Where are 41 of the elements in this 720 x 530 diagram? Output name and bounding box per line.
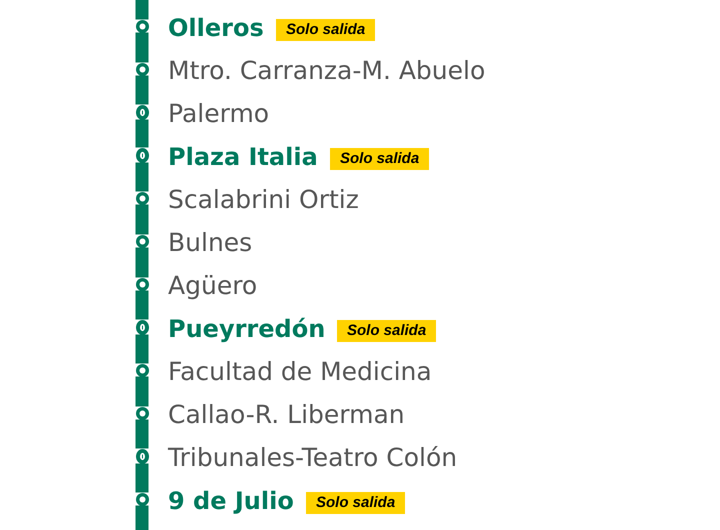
station-dot <box>136 406 148 420</box>
notice-badge: Solo salida <box>330 148 430 170</box>
station-name: Scalabrini Ortiz <box>168 185 359 215</box>
station-name: Tribunales-Teatro Colón <box>168 443 458 473</box>
notice-badge: Solo salida <box>337 320 436 342</box>
station-dot <box>136 148 148 162</box>
station-name: Pueyrredón <box>168 314 326 344</box>
notice-badge: Solo salida <box>276 19 376 41</box>
line-segment <box>136 248 148 278</box>
station-name: Plaza Italia <box>168 142 318 172</box>
line-segment <box>136 162 148 192</box>
line-segment <box>136 120 148 148</box>
station-dot <box>136 234 148 248</box>
station-dot <box>136 278 148 290</box>
line-segment <box>136 76 148 104</box>
station-dot <box>136 364 148 376</box>
line-segment <box>136 0 148 20</box>
station-name: Mtro. Carranza-M. Abuelo <box>168 56 486 86</box>
line-segment <box>136 204 148 234</box>
line-segment <box>136 420 148 448</box>
line-segment <box>136 376 148 406</box>
station-dot <box>136 448 148 464</box>
line-segment <box>136 32 148 62</box>
station-name: Olleros <box>168 13 264 43</box>
line-segment <box>136 290 148 320</box>
station-dot <box>136 62 148 76</box>
station-dot <box>136 492 148 506</box>
station-name: Facultad de Medicina <box>168 357 432 387</box>
station-name: Callao-R. Liberman <box>168 400 405 430</box>
station-name: Bulnes <box>168 228 252 258</box>
station-name: 9 de Julio <box>168 486 294 516</box>
station-dot <box>136 192 148 204</box>
station-dot <box>136 104 148 120</box>
station-name: Agüero <box>168 271 258 301</box>
station-name: Palermo <box>168 99 270 129</box>
notice-badge: Solo salida <box>306 492 406 514</box>
line-segment <box>136 464 148 492</box>
station-dot <box>136 320 148 334</box>
station-dot <box>136 20 148 32</box>
line-segment <box>136 334 148 364</box>
line-segment <box>136 506 148 530</box>
